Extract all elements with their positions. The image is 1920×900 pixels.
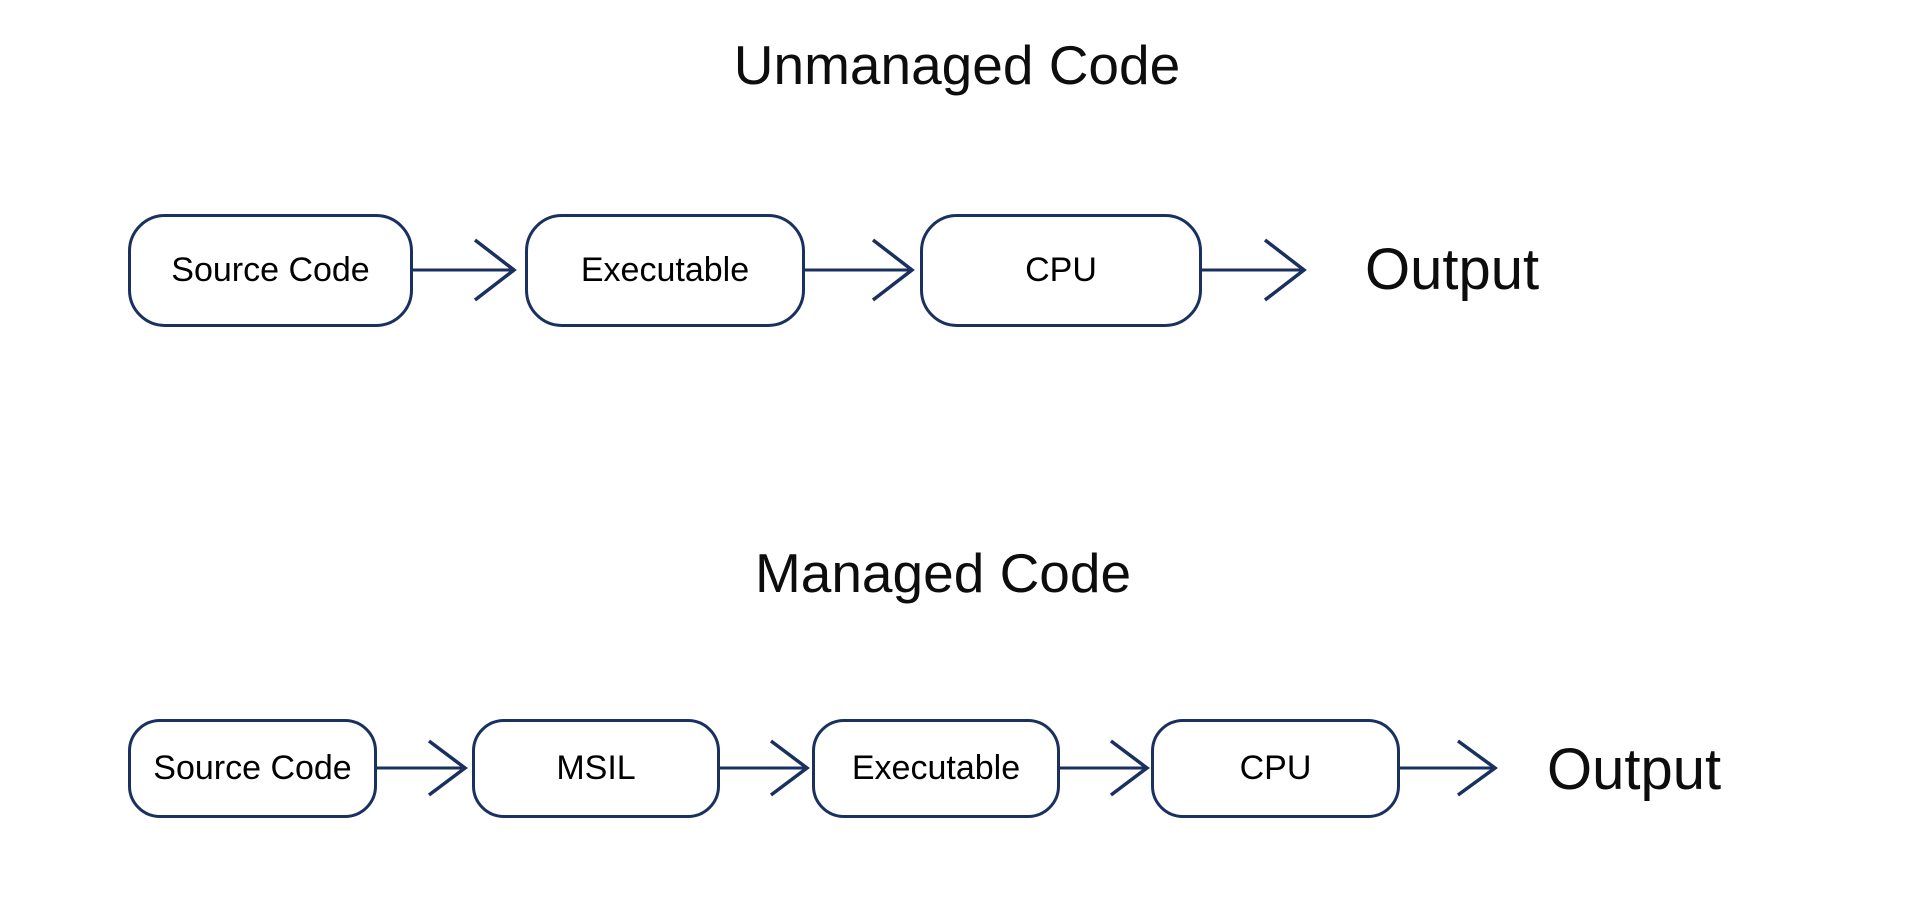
arrow-right-icon (413, 238, 517, 302)
node-managed-cpu: CPU (1151, 719, 1400, 818)
node-label: Source Code (153, 749, 352, 787)
section-title-managed-code: Managed Code (754, 542, 1132, 604)
arrow-right-icon (1060, 739, 1150, 797)
node-label: Source Code (171, 251, 370, 289)
node-label: CPU (1239, 749, 1312, 787)
node-label: Executable (580, 251, 750, 289)
output-label-managed: Output (1547, 737, 1722, 802)
arrow-right-icon (720, 739, 810, 797)
node-label: MSIL (556, 749, 636, 787)
section-title-unmanaged-code: Unmanaged Code (733, 34, 1181, 96)
arrow-right-icon (805, 238, 915, 302)
node-managed-msil: MSIL (472, 719, 720, 818)
node-managed-source-code: Source Code (128, 719, 377, 818)
node-label: Executable (851, 749, 1021, 787)
node-managed-executable: Executable (812, 719, 1060, 818)
node-unmanaged-source-code: Source Code (128, 214, 413, 327)
output-label-unmanaged: Output (1365, 237, 1540, 302)
arrow-right-icon (1400, 739, 1498, 797)
node-unmanaged-cpu: CPU (920, 214, 1202, 327)
arrow-right-icon (377, 739, 468, 797)
node-label: CPU (1025, 251, 1097, 289)
arrow-right-icon (1202, 238, 1307, 302)
node-unmanaged-executable: Executable (525, 214, 805, 327)
